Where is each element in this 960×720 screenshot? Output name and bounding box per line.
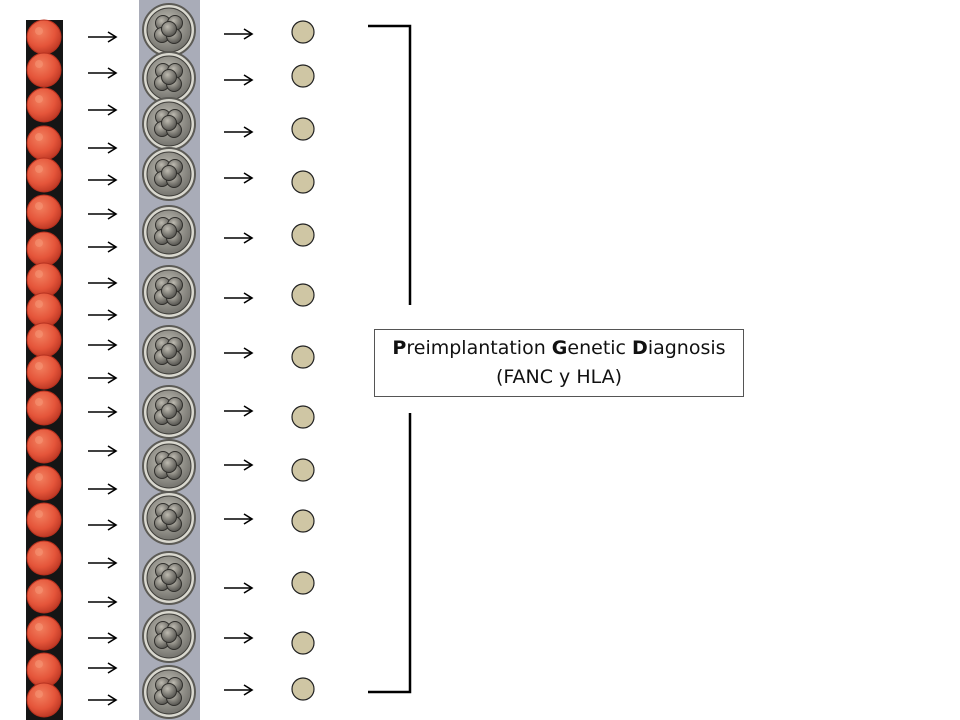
pgd-label-box: Preimplantation Genetic Diagnosis (FANC … [374, 329, 744, 397]
bracket [368, 24, 412, 694]
oocyte-icon [26, 540, 62, 576]
bracket-upper [368, 24, 412, 305]
pgd-label-part: G [551, 337, 568, 359]
pgd-label-part: reimplantation [406, 337, 552, 359]
oocyte-column [26, 19, 63, 720]
arrow-right-icon [88, 67, 118, 79]
biopsy-cell-icon [291, 677, 315, 701]
arrow-right-icon [88, 406, 118, 418]
arrow-right-icon [224, 347, 254, 359]
embryo-column [139, 0, 200, 720]
arrow-right-icon [88, 339, 118, 351]
biopsy-cell-icon [291, 405, 315, 429]
arrow-right-icon [88, 241, 118, 253]
embryo-icon [142, 491, 196, 545]
oocyte-icon [26, 578, 62, 614]
biopsy-cell-icon [291, 64, 315, 88]
embryo-icon [142, 551, 196, 605]
arrow-right-icon [88, 104, 118, 116]
arrow-right-icon [88, 142, 118, 154]
oocyte-icon [26, 194, 62, 230]
arrow-right-icon [224, 459, 254, 471]
embryo-icon [142, 325, 196, 379]
oocyte-icon [26, 502, 62, 538]
oocyte-icon [26, 354, 62, 390]
arrow-right-icon [224, 172, 254, 184]
oocyte-arrows [88, 31, 118, 706]
biopsy-cell-icon [291, 283, 315, 307]
arrow-right-icon [88, 277, 118, 289]
oocyte-icon [26, 19, 62, 55]
biopsy-cell-icon [291, 345, 315, 369]
biopsy-cell-icon [291, 170, 315, 194]
oocyte-icon [26, 465, 62, 501]
arrow-right-icon [224, 74, 254, 86]
arrow-right-icon [88, 445, 118, 457]
embryo-icon [142, 385, 196, 439]
biopsy-cell-icon [291, 631, 315, 655]
oocyte-icon [26, 322, 62, 358]
embryo-icon [142, 3, 196, 57]
arrow-right-icon [224, 126, 254, 138]
arrow-right-icon [88, 596, 118, 608]
oocyte-icon [26, 292, 62, 328]
arrow-right-icon [88, 208, 118, 220]
arrow-right-icon [88, 31, 118, 43]
arrow-right-icon [224, 632, 254, 644]
arrow-right-icon [224, 405, 254, 417]
biopsy-cell-icon [291, 571, 315, 595]
arrow-right-icon [224, 28, 254, 40]
embryo-icon [142, 205, 196, 259]
oocyte-icon [26, 428, 62, 464]
bracket-lower [368, 413, 412, 694]
arrow-right-icon [224, 292, 254, 304]
oocyte-icon [26, 231, 62, 267]
biopsy-cell-icon [291, 223, 315, 247]
pgd-label-line2: (FANC y HLA) [495, 366, 623, 388]
arrow-right-icon [224, 582, 254, 594]
arrow-right-icon [88, 309, 118, 321]
oocyte-icon [26, 262, 62, 298]
biopsy-cell-icon [291, 20, 315, 44]
arrow-right-icon [88, 557, 118, 569]
biopsy-cell-icon [291, 458, 315, 482]
oocyte-icon [26, 390, 62, 426]
arrow-right-icon [224, 513, 254, 525]
embryo-icon [142, 147, 196, 201]
biopsy-cell-icon [291, 509, 315, 533]
pgd-label-part: D [632, 337, 648, 359]
pgd-label-part: enetic [567, 337, 633, 359]
oocyte-icon [26, 125, 62, 161]
oocyte-icon [26, 652, 62, 688]
arrow-right-icon [88, 632, 118, 644]
embryo-icon [142, 97, 196, 151]
embryo-icon [142, 665, 196, 719]
embryo-icon [142, 609, 196, 663]
oocyte-icon [26, 157, 62, 193]
oocyte-icon [26, 615, 62, 651]
oocyte-icon [26, 682, 62, 718]
embryo-icon [142, 51, 196, 105]
embryo-arrows [224, 28, 254, 696]
arrow-right-icon [88, 662, 118, 674]
arrow-right-icon [224, 684, 254, 696]
embryo-icon [142, 439, 196, 493]
arrow-right-icon [88, 372, 118, 384]
pgd-label-part: P [392, 337, 407, 359]
arrow-right-icon [88, 174, 118, 186]
pgd-label-line1: Preimplantation Genetic Diagnosis [392, 334, 725, 363]
pgd-label-part: iagnosis [647, 337, 726, 359]
biopsy-cell-icon [291, 117, 315, 141]
embryo-icon [142, 265, 196, 319]
biopsy-cell-column [291, 20, 315, 701]
arrow-right-icon [88, 483, 118, 495]
arrow-right-icon [88, 519, 118, 531]
arrow-right-icon [88, 694, 118, 706]
oocyte-icon [26, 52, 62, 88]
oocyte-icon [26, 87, 62, 123]
arrow-right-icon [224, 232, 254, 244]
